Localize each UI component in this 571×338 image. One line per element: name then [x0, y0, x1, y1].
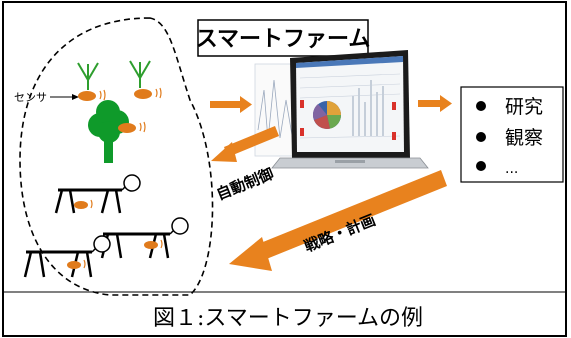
sensor-label: センサ: [14, 91, 47, 104]
cow-icon: [54, 174, 141, 214]
figure-caption: 図１:スマートファームの例: [153, 306, 423, 331]
sensor-icon: [67, 259, 86, 269]
sensor-icon: [144, 239, 163, 249]
sensor-icon: [74, 199, 93, 209]
sensor-pointer-head: [72, 94, 79, 100]
bullet-icon: [476, 161, 486, 171]
arrow-icon: [210, 96, 252, 113]
output-item: 観察: [505, 127, 543, 149]
seedling-icon: [77, 62, 99, 90]
output-item: ...: [505, 161, 518, 177]
cow-icon: [23, 235, 111, 278]
bullet-icon: [476, 101, 486, 111]
auto-control-label: 自動制御: [214, 165, 276, 204]
sensor-icon: [118, 121, 146, 133]
output-item: 研究: [505, 96, 543, 118]
title-text: スマートファーム: [196, 27, 371, 52]
seedling-icon: [129, 60, 151, 88]
sensor-icon: [78, 89, 106, 101]
sensor-icon: [134, 87, 162, 99]
arrow-icon: [229, 170, 447, 271]
title-box: [197, 19, 369, 57]
cow-icon: [100, 217, 189, 259]
laptop-icon: [254, 50, 429, 169]
farm-boundary: [19, 17, 214, 296]
bullet-icon: [476, 132, 486, 142]
arrow-icon: [211, 126, 279, 162]
arrow-icon: [418, 95, 452, 112]
